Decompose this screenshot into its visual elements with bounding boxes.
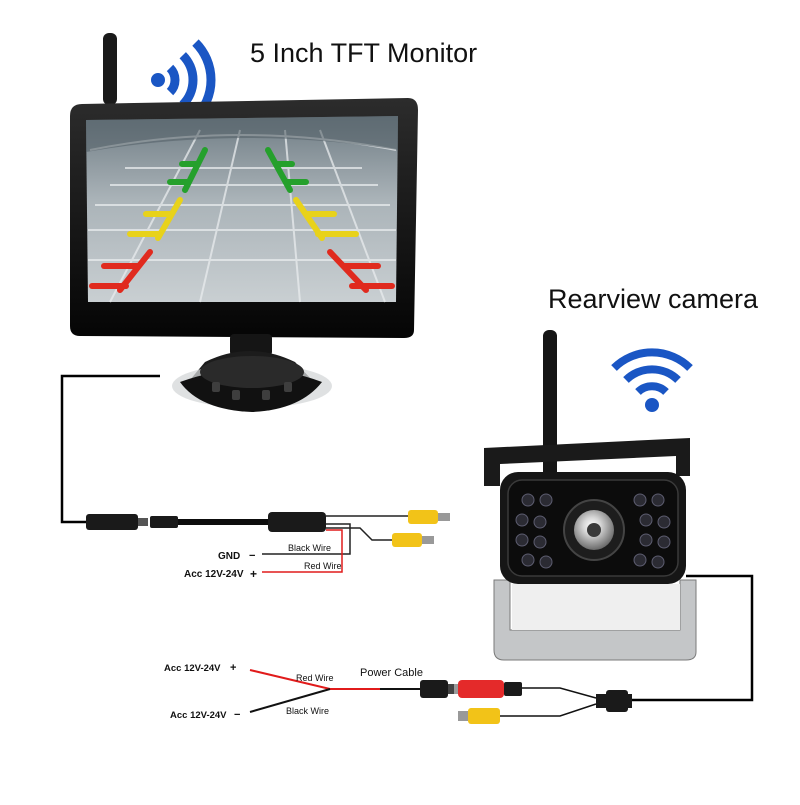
- camera-pos-wire: Red Wire: [296, 673, 334, 683]
- monitor: [70, 33, 418, 412]
- monitor-cable: [60, 374, 160, 524]
- camera-pos-label: Acc 12V-24V: [164, 663, 221, 674]
- rca-plug-yellow-2: [392, 533, 434, 547]
- monitor-splitter-wires: [262, 515, 408, 573]
- monitor-power-wire: Red Wire: [304, 561, 342, 571]
- wifi-icon: [611, 348, 693, 412]
- monitor-power-sign: +: [250, 567, 257, 581]
- monitor-gnd-sign: −: [249, 550, 255, 562]
- camera-splitter: [596, 690, 632, 712]
- monitor-power-label: Acc 12V-24V: [184, 569, 244, 580]
- rca-plug-yellow-1: [408, 510, 450, 524]
- monitor-screen: [86, 116, 398, 303]
- rca-plug-red: [448, 680, 522, 698]
- power-cable-label: Power Cable: [360, 667, 423, 679]
- monitor-gnd-wire: Black Wire: [288, 543, 331, 553]
- rearview-camera: [484, 330, 697, 661]
- camera-neg-label: Acc 12V-24V: [170, 710, 227, 721]
- monitor-connector: [86, 512, 326, 532]
- monitor-mount: [172, 334, 332, 412]
- monitor-title: 5 Inch TFT Monitor: [250, 38, 478, 68]
- monitor-antenna: [103, 33, 117, 105]
- camera-pos-sign: +: [230, 662, 236, 674]
- camera-splitter-wires: [500, 687, 597, 717]
- camera-cable: [632, 574, 754, 702]
- camera-neg-wire: Black Wire: [286, 706, 329, 716]
- camera-power-wires: [249, 669, 380, 713]
- dc-power-jack: [380, 680, 454, 698]
- parking-guide-right: [265, 147, 395, 293]
- ir-led-array: [515, 493, 671, 569]
- camera-title: Rearview camera: [548, 284, 759, 314]
- rca-plug-yellow-3: [458, 708, 500, 724]
- monitor-gnd-label: GND: [218, 551, 240, 562]
- parking-guide-left: [89, 147, 208, 293]
- camera-neg-sign: −: [234, 709, 240, 721]
- camera-antenna: [543, 330, 557, 482]
